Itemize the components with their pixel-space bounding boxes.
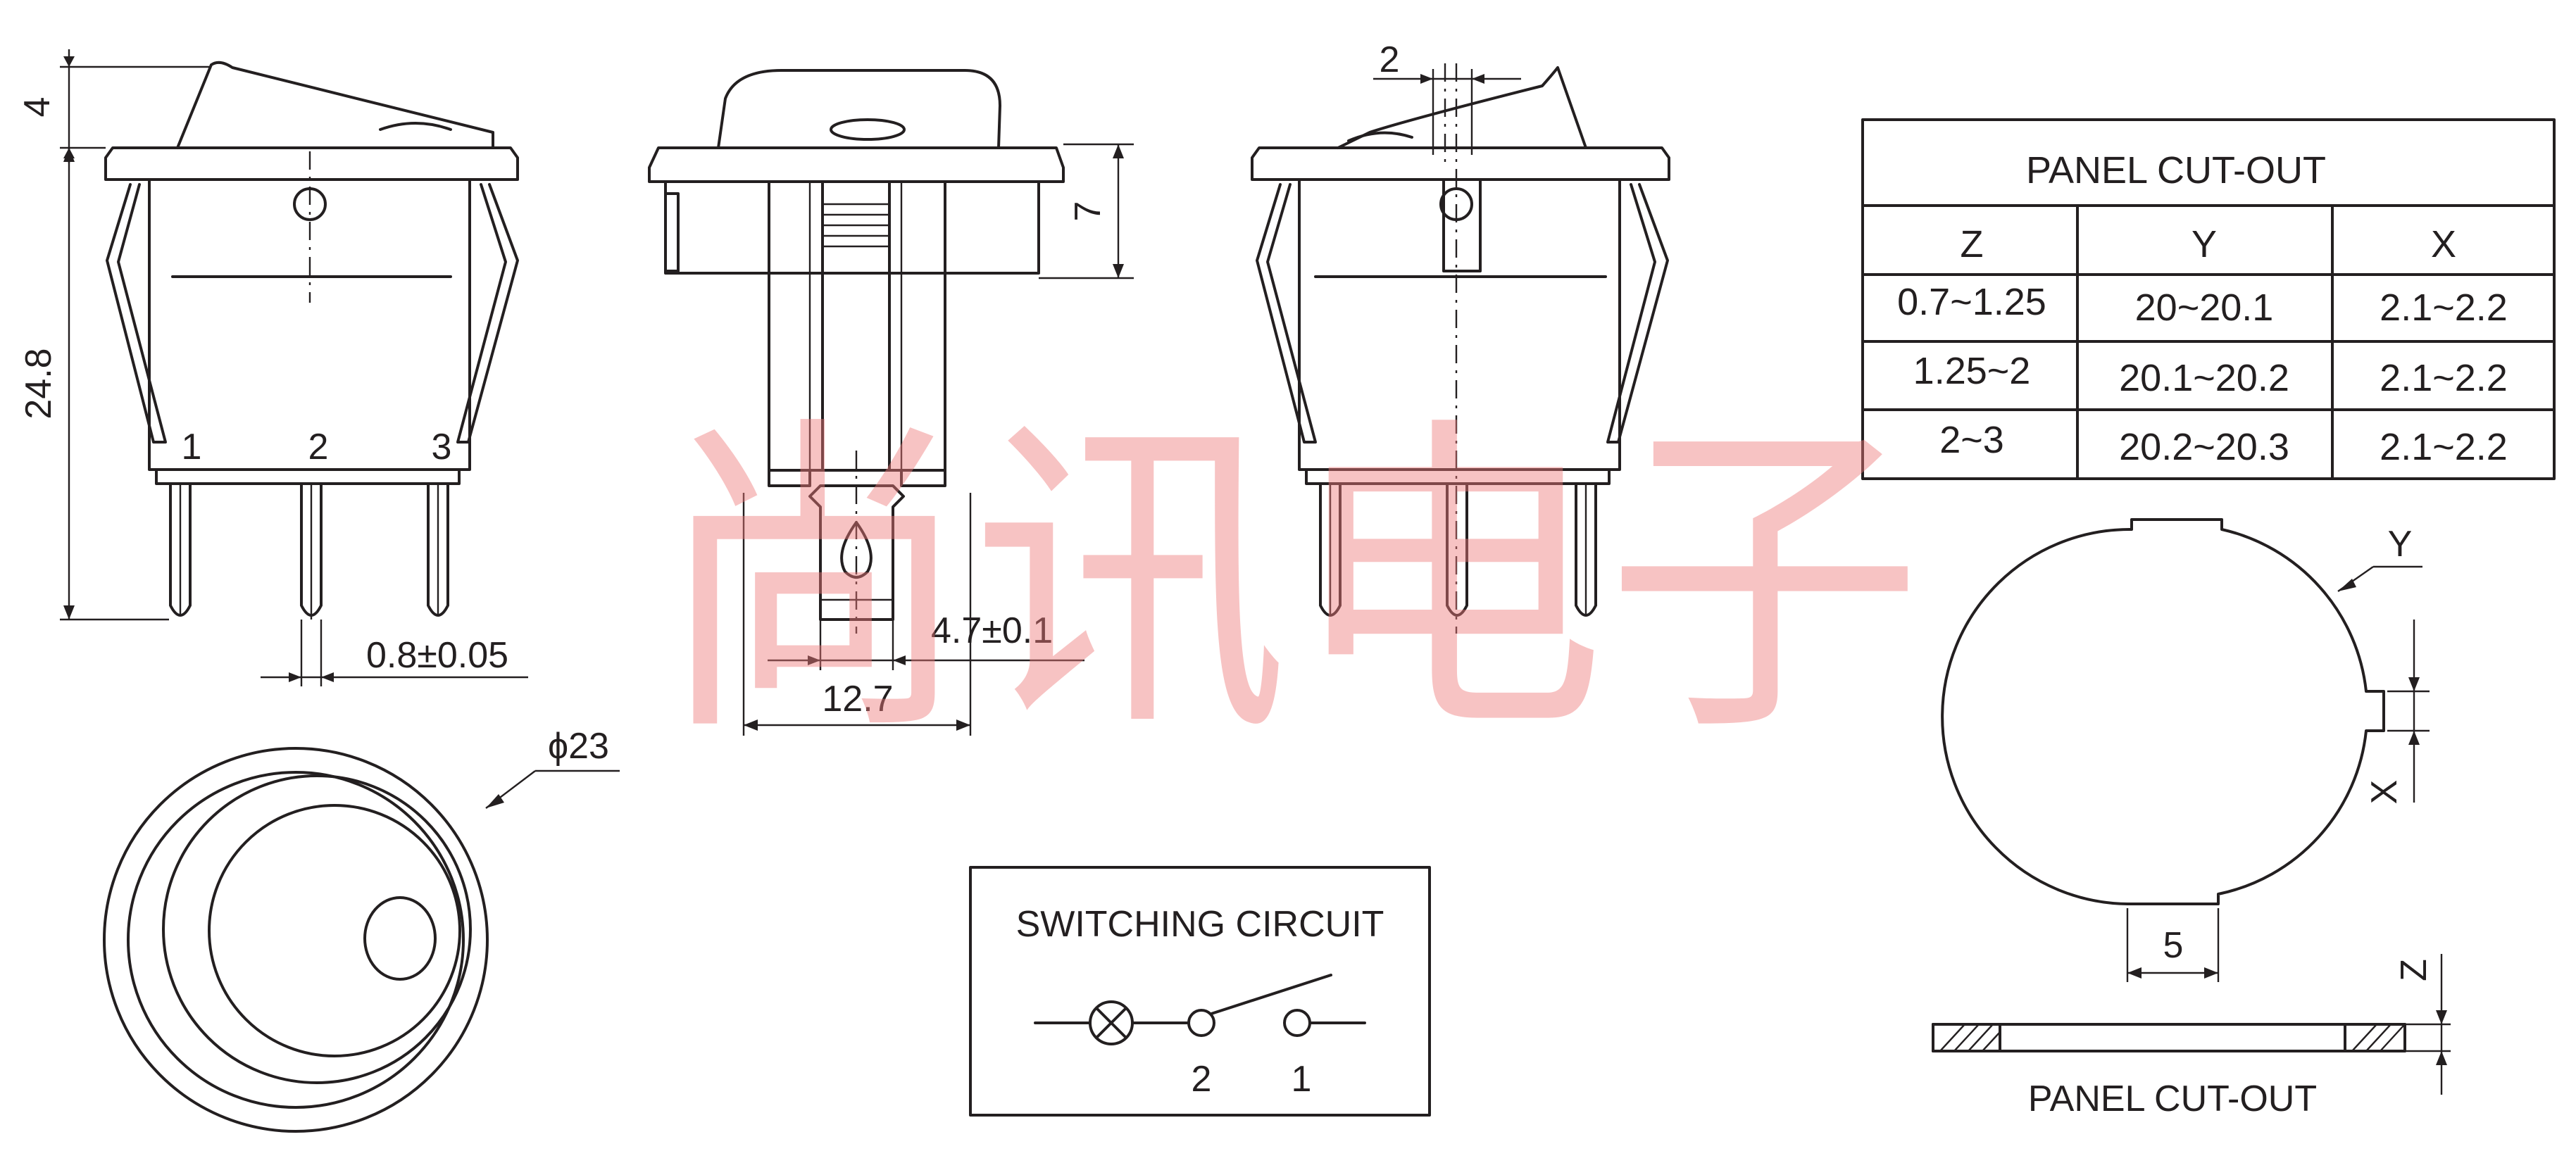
- dim-body-height: 24.8: [18, 348, 59, 419]
- dim-diameter: ϕ23: [548, 726, 609, 767]
- top-view: [103, 747, 620, 1133]
- table-header-z: Z: [1961, 223, 1984, 265]
- dim-top-height: 4: [17, 97, 58, 118]
- table-title: PANEL CUT-OUT: [2026, 149, 2326, 191]
- dim-terminal-width: 0.8±0.05: [366, 635, 508, 676]
- watermark: 尚讯电子: [655, 390, 1922, 775]
- side-view: [648, 69, 1134, 736]
- circuit-pin-2: 2: [1192, 1059, 1212, 1100]
- rear-view: [1251, 63, 1670, 634]
- cutout-table: [1861, 118, 2556, 480]
- cutout-caption: PANEL CUT-OUT: [2028, 1079, 2317, 1119]
- dim-offset: 2: [1380, 39, 1400, 80]
- table-cell: 1.25~2: [1913, 350, 2031, 392]
- cutout-shape: [1932, 518, 2451, 1095]
- cutout-width: 5: [2163, 925, 2184, 966]
- table-cell: 20.1~20.2: [2119, 357, 2289, 399]
- cutout-label-z: Z: [2394, 959, 2434, 981]
- cutout-label-x: X: [2364, 780, 2405, 805]
- dim-side-height: 7: [1068, 201, 1108, 222]
- table-header-x: X: [2431, 223, 2456, 265]
- table-cell: 2.1~2.2: [2380, 357, 2508, 399]
- dim-base-width: 12.7: [822, 679, 893, 719]
- table-cell: 2~3: [1939, 419, 2004, 461]
- switching-circuit: [969, 866, 1431, 1117]
- terminal-label-3: 3: [432, 427, 452, 467]
- front-view: [60, 49, 528, 686]
- terminal-label-2: 2: [308, 427, 329, 467]
- table-cell: 20.2~20.3: [2119, 426, 2289, 468]
- circuit-pin-1: 1: [1292, 1059, 1312, 1100]
- table-header-y: Y: [2192, 223, 2217, 265]
- table-cell: 0.7~1.25: [1897, 281, 2046, 323]
- table-cell: 2.1~2.2: [2380, 287, 2508, 329]
- table-cell: 2.1~2.2: [2380, 426, 2508, 468]
- table-cell: 20~20.1: [2135, 287, 2274, 329]
- cutout-label-y: Y: [2388, 524, 2413, 565]
- terminal-label-1: 1: [182, 427, 202, 467]
- dim-tab-width: 4.7±0.1: [931, 610, 1053, 651]
- circuit-title: SWITCHING CIRCUIT: [1016, 904, 1384, 945]
